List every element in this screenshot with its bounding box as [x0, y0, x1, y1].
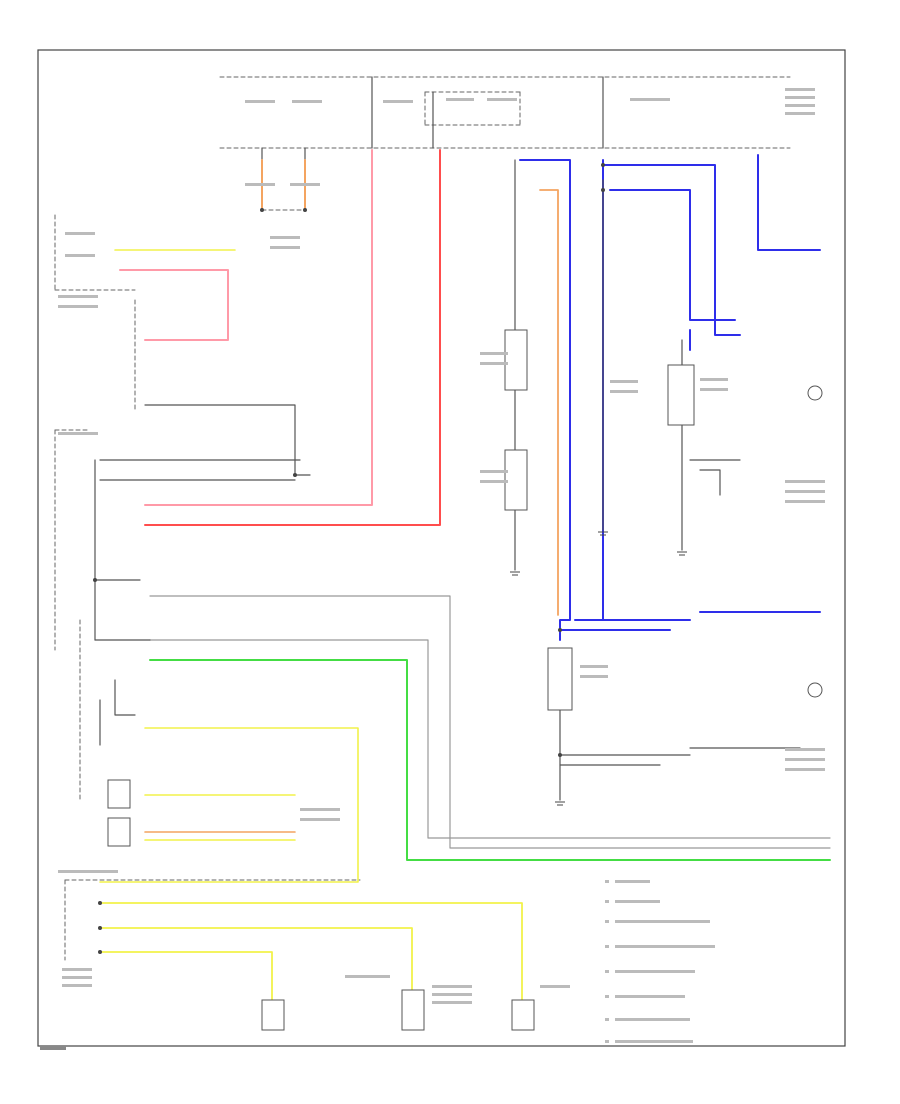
rear-door-lock-box — [667, 364, 695, 426]
junction-dots — [93, 163, 605, 954]
door-lock-actuator-box — [504, 449, 528, 511]
cluster-connector-b — [107, 817, 131, 847]
front-door-lock-box — [547, 647, 573, 711]
top-fuse-bus — [219, 76, 791, 149]
black-wires — [94, 159, 801, 801]
red-feed-wire — [144, 149, 441, 526]
yellow-cluster-wires — [99, 902, 523, 1001]
lamp-component-1 — [261, 999, 285, 1031]
green-wire — [149, 659, 831, 861]
lamp-component-3 — [511, 999, 535, 1031]
pink-door-switch-loop — [119, 269, 229, 341]
power-window-switch-box — [504, 329, 528, 391]
components — [107, 329, 823, 1031]
left-modules — [54, 214, 361, 961]
circle-ref-a — [807, 385, 823, 401]
yellow-switch-wires — [99, 249, 359, 883]
module-component-2 — [401, 989, 425, 1031]
cluster-connector-a — [107, 779, 131, 809]
grey-wires — [149, 595, 831, 849]
diagram-border — [37, 49, 846, 1047]
legend-list — [605, 880, 715, 1043]
faint-labels — [58, 88, 825, 1004]
circle-ref-b — [807, 682, 823, 698]
pink-feed-wire — [144, 149, 373, 506]
ground-symbols — [510, 531, 687, 806]
orange-central-wire — [539, 189, 559, 616]
footer-code-mark — [40, 1046, 66, 1050]
